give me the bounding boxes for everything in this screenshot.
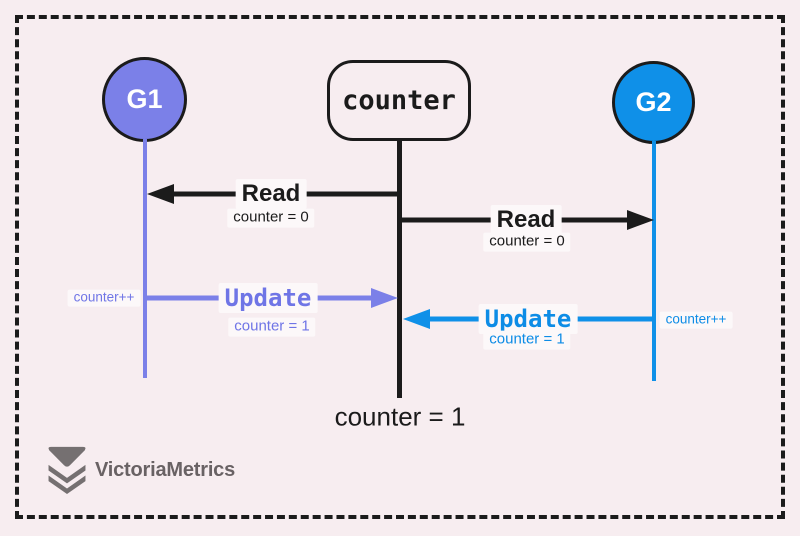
counter-label: counter xyxy=(342,85,456,116)
counter-node: counter xyxy=(327,60,471,141)
g1-increment-annotation: counter++ xyxy=(67,289,141,307)
g2-lifeline xyxy=(652,141,656,381)
victoriametrics-branding: VictoriaMetrics xyxy=(46,446,235,494)
g1-label: G1 xyxy=(126,84,163,114)
final-counter-value-label: counter = 1 xyxy=(334,401,466,432)
counter-lifeline xyxy=(397,139,402,398)
victoriametrics-wordmark: VictoriaMetrics xyxy=(95,458,236,481)
update-g2-message-label: Update xyxy=(478,304,578,334)
update-g1-detail-label: counter = 1 xyxy=(228,317,316,337)
g1-lifeline xyxy=(143,139,147,378)
read-g2-message-label: Read xyxy=(490,205,562,235)
goroutine-g2-node: G2 xyxy=(612,61,695,144)
read-g1-message-label: Read xyxy=(235,179,307,209)
goroutine-g1-node: G1 xyxy=(102,57,187,142)
g2-increment-annotation: counter++ xyxy=(659,311,733,329)
read-g2-detail-label: counter = 0 xyxy=(483,232,571,252)
update-g2-detail-label: counter = 1 xyxy=(483,330,571,350)
update-g1-message-label: Update xyxy=(218,283,318,313)
dashed-border xyxy=(15,15,785,519)
read-g1-detail-label: counter = 0 xyxy=(227,208,315,228)
victoriametrics-logo-icon xyxy=(48,446,86,494)
g2-label: G2 xyxy=(635,87,672,117)
